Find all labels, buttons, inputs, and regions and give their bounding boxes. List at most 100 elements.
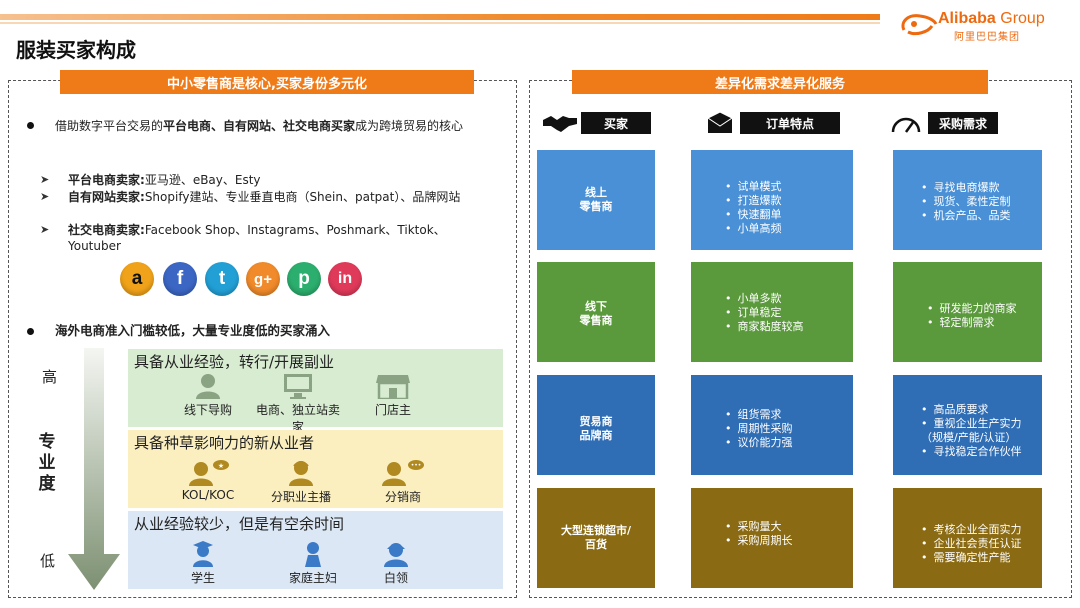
need-item: 考核企业全面实力 bbox=[921, 523, 1022, 537]
person-label: 分销商 bbox=[384, 490, 421, 504]
envelope-icon bbox=[707, 112, 733, 133]
tile-need-supermarket: 考核企业全面实力 企业社会责任认证 需要确定性产能 bbox=[893, 488, 1042, 588]
need-list: 研发能力的商家 轻定制需求 bbox=[927, 302, 1017, 330]
sub-platform-sellers: 平台电商卖家:亚马逊、eBay、Esty bbox=[68, 172, 478, 188]
housewife-icon bbox=[305, 542, 321, 567]
twitter-glyph: t bbox=[218, 268, 226, 289]
sub-label: 自有网站卖家: bbox=[68, 190, 145, 204]
level-experienced: 具备从业经验，转行/开展副业 线下导购 电商、独立站卖家 门店主 bbox=[128, 349, 503, 434]
buyer-label: 线上 零售商 bbox=[579, 186, 613, 213]
student-icon bbox=[193, 541, 213, 567]
order-list: 试单模式 打造爆款 快速翻单 小单高频 bbox=[725, 180, 782, 236]
need-item: 机会产品、品类 bbox=[921, 209, 1011, 223]
buyer-label: 贸易商 品牌商 bbox=[579, 415, 613, 442]
logo-brand: Alibaba bbox=[938, 10, 996, 27]
tile-buyer-offline: 线下 零售商 bbox=[537, 262, 655, 362]
person-label: 家庭主妇 bbox=[288, 571, 337, 585]
order-item: 组货需求 bbox=[725, 408, 793, 422]
need-item: 重视企业生产实力（规模/产能/认证） bbox=[921, 417, 1037, 445]
sub-text: Facebook Shop、Instagrams、Poshmark、Tiktok… bbox=[68, 223, 446, 253]
computer-icon bbox=[284, 374, 312, 399]
kol-icon: ★ bbox=[189, 460, 229, 486]
tile-need-trader: 高品质要求 重视企业生产实力（规模/产能/认证） 寻找稳定合作伙伴 bbox=[893, 375, 1042, 475]
alibaba-logo: Alibaba Group 阿里巴巴集团 bbox=[898, 8, 1074, 44]
bullet-dot bbox=[27, 328, 34, 335]
axis-high-label: 高 bbox=[42, 368, 58, 386]
need-item: 企业社会责任认证 bbox=[921, 537, 1022, 551]
header-need-label: 采购需求 bbox=[928, 112, 998, 134]
linkedin-icon: in bbox=[328, 262, 362, 296]
bullet-low-barrier: 海外电商准入门槛较低，大量专业度低的买家涌入 bbox=[55, 323, 331, 338]
bullet-dot bbox=[27, 122, 34, 129]
handshake-icon bbox=[543, 116, 577, 132]
need-item: 寻找电商爆款 bbox=[921, 181, 1011, 195]
down-arrow-icon bbox=[68, 348, 120, 590]
person-label: 学生 bbox=[190, 571, 215, 585]
order-item: 周期性采购 bbox=[725, 422, 793, 436]
sub-social-sellers: 社交电商卖家:Facebook Shop、Instagrams、Poshmark… bbox=[68, 222, 478, 254]
person-label: 白领 bbox=[383, 571, 408, 585]
need-item: 需要确定性产能 bbox=[921, 551, 1022, 565]
tile-buyer-supermarket: 大型连锁超市/ 百货 bbox=[537, 488, 655, 588]
tile-order-online: 试单模式 打造爆款 快速翻单 小单高频 bbox=[691, 150, 853, 250]
person-housewife: 家庭主妇 bbox=[273, 541, 353, 586]
need-item: 高品质要求 bbox=[921, 403, 1037, 417]
order-item: 议价能力强 bbox=[725, 436, 793, 450]
sub-text: 亚马逊、eBay、Esty bbox=[144, 173, 261, 187]
distributor-icon: ••• bbox=[382, 460, 424, 486]
need-item: 轻定制需求 bbox=[927, 316, 1017, 330]
left-banner: 中小零售商是核心,买家身份多元化 bbox=[60, 70, 474, 94]
tile-buyer-trader: 贸易商 品牌商 bbox=[537, 375, 655, 475]
facebook-icon: f bbox=[163, 262, 197, 296]
buyer-label: 大型连锁超市/ 百货 bbox=[560, 524, 632, 551]
person-offline-guide: 线下导购 bbox=[173, 373, 243, 418]
need-item: 寻找稳定合作伙伴 bbox=[921, 445, 1037, 459]
tile-need-online: 寻找电商爆款 现货、柔性定制 机会产品、品类 bbox=[893, 150, 1042, 250]
order-list: 组货需求 周期性采购 议价能力强 bbox=[725, 408, 793, 450]
buyer-label: 线下 零售商 bbox=[579, 300, 613, 327]
header-accent-line bbox=[0, 22, 880, 24]
tile-need-offline: 研发能力的商家 轻定制需求 bbox=[893, 262, 1042, 362]
person-label: 门店主 bbox=[374, 403, 411, 417]
person-student: 学生 bbox=[178, 541, 228, 586]
person-store-owner: 门店主 bbox=[363, 373, 423, 418]
order-list: 小单多款 订单稳定 商家黏度较高 bbox=[725, 292, 804, 334]
right-banner: 差异化需求差异化服务 bbox=[572, 70, 988, 94]
need-list: 考核企业全面实力 企业社会责任认证 需要确定性产能 bbox=[921, 523, 1022, 565]
order-item: 小单高频 bbox=[725, 222, 782, 236]
header-buyer-label: 买家 bbox=[581, 112, 651, 134]
alibaba-logo-icon bbox=[901, 14, 938, 36]
person-kol: ★ KOL/KOC bbox=[173, 460, 243, 502]
order-list: 采购量大 采购周期长 bbox=[725, 520, 793, 548]
need-list: 寻找电商爆款 现货、柔性定制 机会产品、品类 bbox=[921, 181, 1011, 223]
facebook-glyph: f bbox=[176, 268, 184, 289]
person-label: 分职业主播 bbox=[270, 490, 331, 504]
order-item: 订单稳定 bbox=[725, 306, 804, 320]
logo-group: Group bbox=[1000, 10, 1045, 27]
need-item: 研发能力的商家 bbox=[927, 302, 1017, 316]
person-label: 线下导购 bbox=[183, 403, 232, 417]
header-buyer: 买家 bbox=[543, 112, 651, 134]
need-list: 高品质要求 重视企业生产实力（规模/产能/认证） 寻找稳定合作伙伴 bbox=[921, 403, 1037, 459]
white-collar-icon bbox=[384, 543, 408, 567]
alibaba-logo-cn: 阿里巴巴集团 bbox=[954, 32, 1020, 43]
sub-label: 社交电商卖家: bbox=[68, 223, 145, 237]
tile-order-offline: 小单多款 订单稳定 商家黏度较高 bbox=[691, 262, 853, 362]
gauge-icon bbox=[891, 117, 921, 133]
axis-low-label: 低 bbox=[40, 552, 56, 570]
linkedin-glyph: in bbox=[337, 270, 353, 287]
header-order: 订单特点 bbox=[706, 112, 840, 134]
sub-own-site-sellers: 自有网站卖家:Shopify建站、专业垂直电商（Shein、patpat）、品牌… bbox=[68, 189, 478, 205]
level-title: 具备从业经验，转行/开展副业 bbox=[134, 353, 335, 371]
arrow-bullet-icon: ➤ bbox=[40, 223, 50, 236]
google-plus-glyph: g+ bbox=[254, 270, 272, 288]
page-title: 服装买家构成 bbox=[16, 38, 136, 62]
arrow-bullet-icon: ➤ bbox=[40, 173, 50, 186]
tile-order-supermarket: 采购量大 采购周期长 bbox=[691, 488, 853, 588]
order-item: 打造爆款 bbox=[725, 194, 782, 208]
pinterest-glyph: p bbox=[298, 268, 310, 289]
bullet1-post: 成为跨境贸易的核心 bbox=[355, 119, 464, 133]
amazon-icon: a bbox=[120, 262, 154, 296]
arrow-bullet-icon: ➤ bbox=[40, 190, 50, 203]
tile-order-trader: 组货需求 周期性采购 议价能力强 bbox=[691, 375, 853, 475]
